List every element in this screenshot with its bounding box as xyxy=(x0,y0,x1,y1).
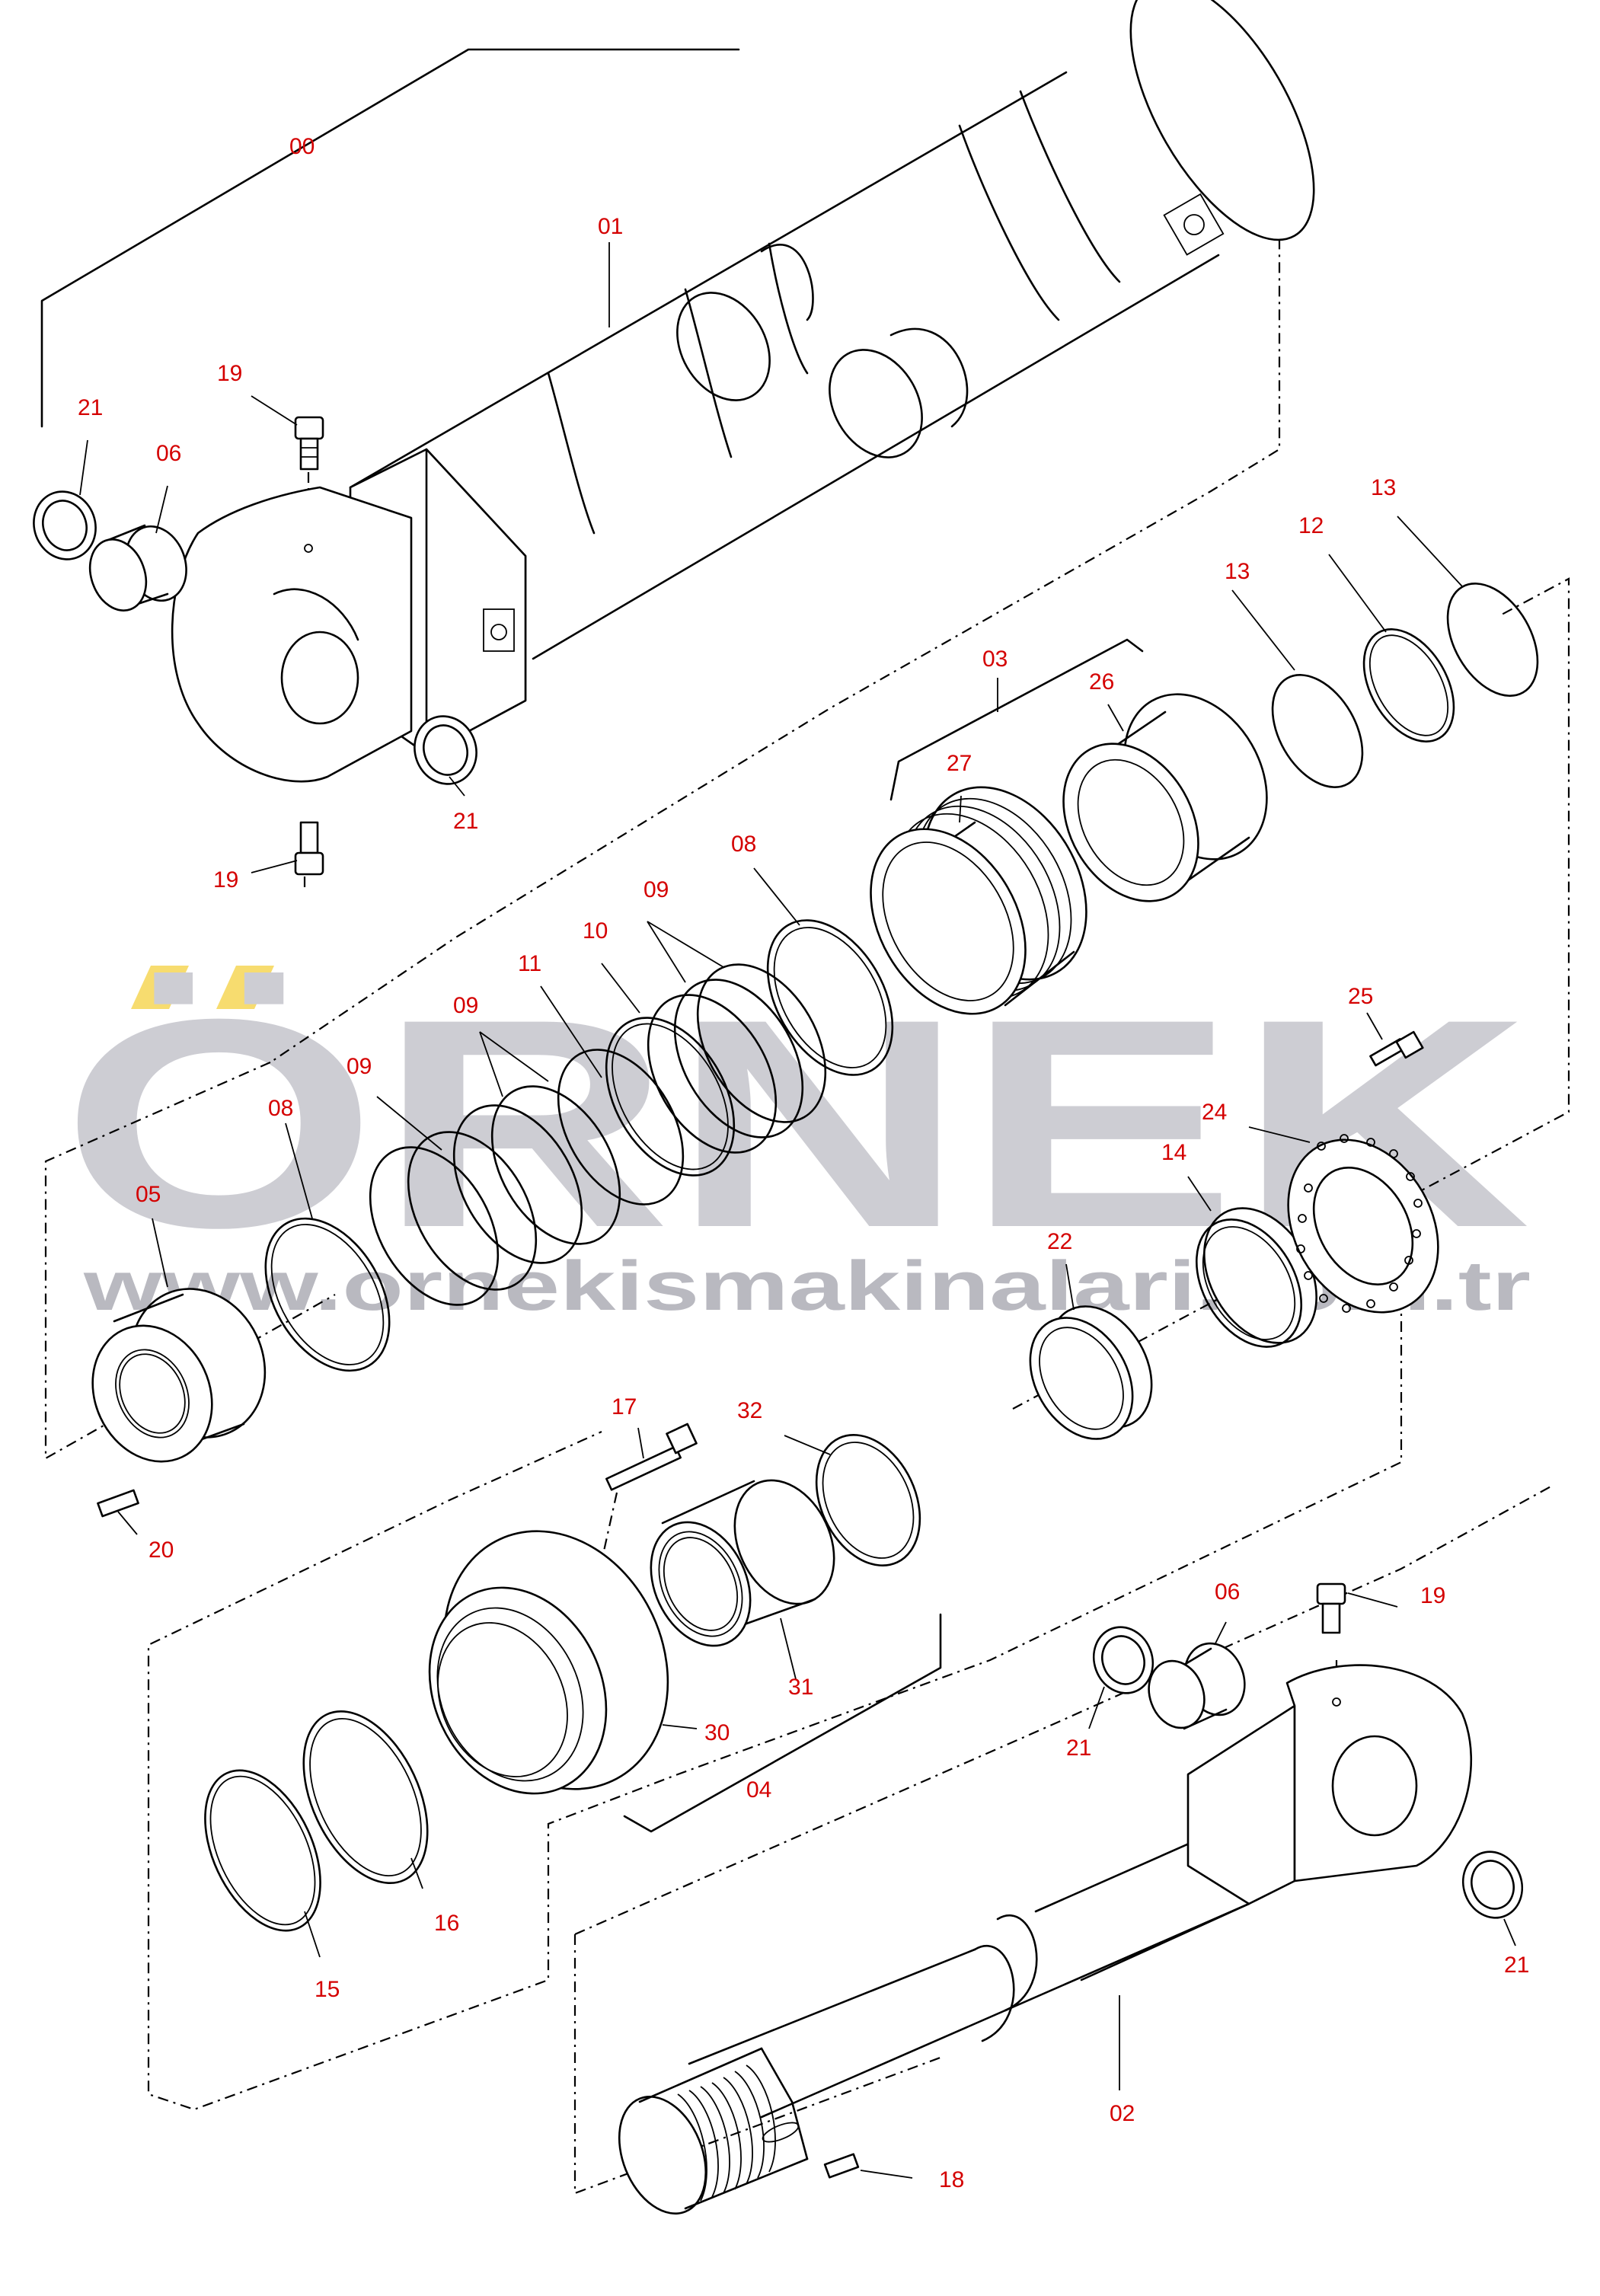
label-03: 03 xyxy=(982,647,1008,672)
ring-11 xyxy=(557,1049,685,1205)
seal-21-rod-right xyxy=(1461,1851,1524,1919)
label-18: 18 xyxy=(939,2167,964,2192)
seal-21-rear-right xyxy=(414,715,477,785)
label-08-right: 08 xyxy=(731,832,756,857)
label-21-rod-right: 21 xyxy=(1504,1953,1529,1978)
watermark: ÖRNEK www.ornekismakinalari.com.tr xyxy=(61,957,1531,1325)
bracket-03 xyxy=(889,638,1144,801)
label-01: 01 xyxy=(598,214,623,239)
label-13-inner: 13 xyxy=(1225,559,1250,584)
watermark-accent-left xyxy=(131,966,189,1009)
piston-nut-05 xyxy=(91,1288,267,1463)
bushing-27 xyxy=(870,786,1087,1015)
seal-21-rear-left xyxy=(33,490,97,560)
flange-24-bolt-holes xyxy=(1296,1134,1423,1313)
label-09-mid: 09 xyxy=(453,993,478,1018)
ring-12 xyxy=(1362,628,1455,742)
label-13-outer: 13 xyxy=(1371,475,1396,500)
label-10: 10 xyxy=(583,918,608,944)
label-12: 12 xyxy=(1298,513,1324,538)
grease-fitting-19-top xyxy=(294,416,324,471)
wiper-seal-14 xyxy=(1195,1207,1317,1348)
seal-21-rod-left xyxy=(1092,1626,1154,1694)
bracket-04 xyxy=(623,1613,942,1833)
ring-13-inner xyxy=(1271,674,1364,788)
bolt-25 xyxy=(1369,1030,1424,1067)
label-21-rear-left: 21 xyxy=(78,395,103,420)
sleeve-26 xyxy=(1062,693,1268,902)
piston-rod xyxy=(618,1664,1473,2215)
label-06-rear: 06 xyxy=(156,441,181,466)
label-04: 04 xyxy=(746,1777,771,1803)
label-30: 30 xyxy=(704,1720,730,1745)
seal-ring-16 xyxy=(302,1710,429,1885)
label-22: 22 xyxy=(1047,1229,1072,1254)
key-18 xyxy=(823,2153,860,2179)
label-09-left: 09 xyxy=(347,1054,372,1079)
label-19-top: 19 xyxy=(217,361,242,386)
ring-09-far-left xyxy=(369,1146,500,1306)
part-labels: 00 01 21 06 19 19 21 03 27 26 13 12 13 0… xyxy=(78,134,1529,2192)
piston-rod-thread xyxy=(677,2064,776,2202)
label-25: 25 xyxy=(1348,984,1373,1009)
grease-fitting-19-rod xyxy=(1316,1582,1346,1634)
label-24: 24 xyxy=(1202,1100,1227,1125)
bushing-22 xyxy=(1029,1305,1153,1440)
ring-13-outer xyxy=(1446,583,1539,697)
label-00: 00 xyxy=(289,134,315,159)
label-15: 15 xyxy=(315,1977,340,2002)
bolt-17 xyxy=(605,1423,698,1491)
nut-31 xyxy=(650,1479,835,1647)
label-08-left: 08 xyxy=(268,1096,293,1121)
bushing-06-rod xyxy=(1148,1642,1246,1730)
label-26: 26 xyxy=(1089,669,1114,695)
label-19-bottom: 19 xyxy=(213,867,238,893)
seal-ring-15 xyxy=(204,1769,321,1932)
label-06-rod: 06 xyxy=(1215,1579,1240,1605)
label-14: 14 xyxy=(1161,1140,1186,1165)
label-32: 32 xyxy=(737,1398,762,1423)
label-20: 20 xyxy=(149,1538,174,1563)
ring-09-left xyxy=(407,1085,621,1291)
bushing-06-rear xyxy=(88,524,187,612)
label-19-rod: 19 xyxy=(1420,1583,1445,1608)
label-05: 05 xyxy=(136,1182,161,1207)
watermark-accent-right xyxy=(216,966,274,1009)
label-21-rod-left: 21 xyxy=(1066,1736,1091,1761)
cylinder-tube xyxy=(171,0,1315,783)
ring-09-right xyxy=(647,963,827,1154)
grease-fitting-19-bottom xyxy=(294,821,324,876)
label-31: 31 xyxy=(788,1675,813,1700)
label-21-rear-right: 21 xyxy=(453,809,478,834)
label-27: 27 xyxy=(947,751,972,776)
label-17: 17 xyxy=(612,1394,637,1419)
flange-24 xyxy=(1287,1134,1439,1314)
rod-guide-30 xyxy=(428,1530,669,1795)
label-11: 11 xyxy=(518,951,541,976)
ring-10 xyxy=(605,1017,736,1177)
set-screw-20 xyxy=(97,1489,139,1518)
label-02: 02 xyxy=(1110,2101,1135,2126)
leader-lines xyxy=(79,242,1516,2179)
ring-08-right xyxy=(766,919,894,1076)
label-09-right: 09 xyxy=(644,877,669,902)
ring-08-left xyxy=(264,1217,391,1372)
label-16: 16 xyxy=(434,1911,459,1936)
bracket-00 xyxy=(40,48,740,428)
